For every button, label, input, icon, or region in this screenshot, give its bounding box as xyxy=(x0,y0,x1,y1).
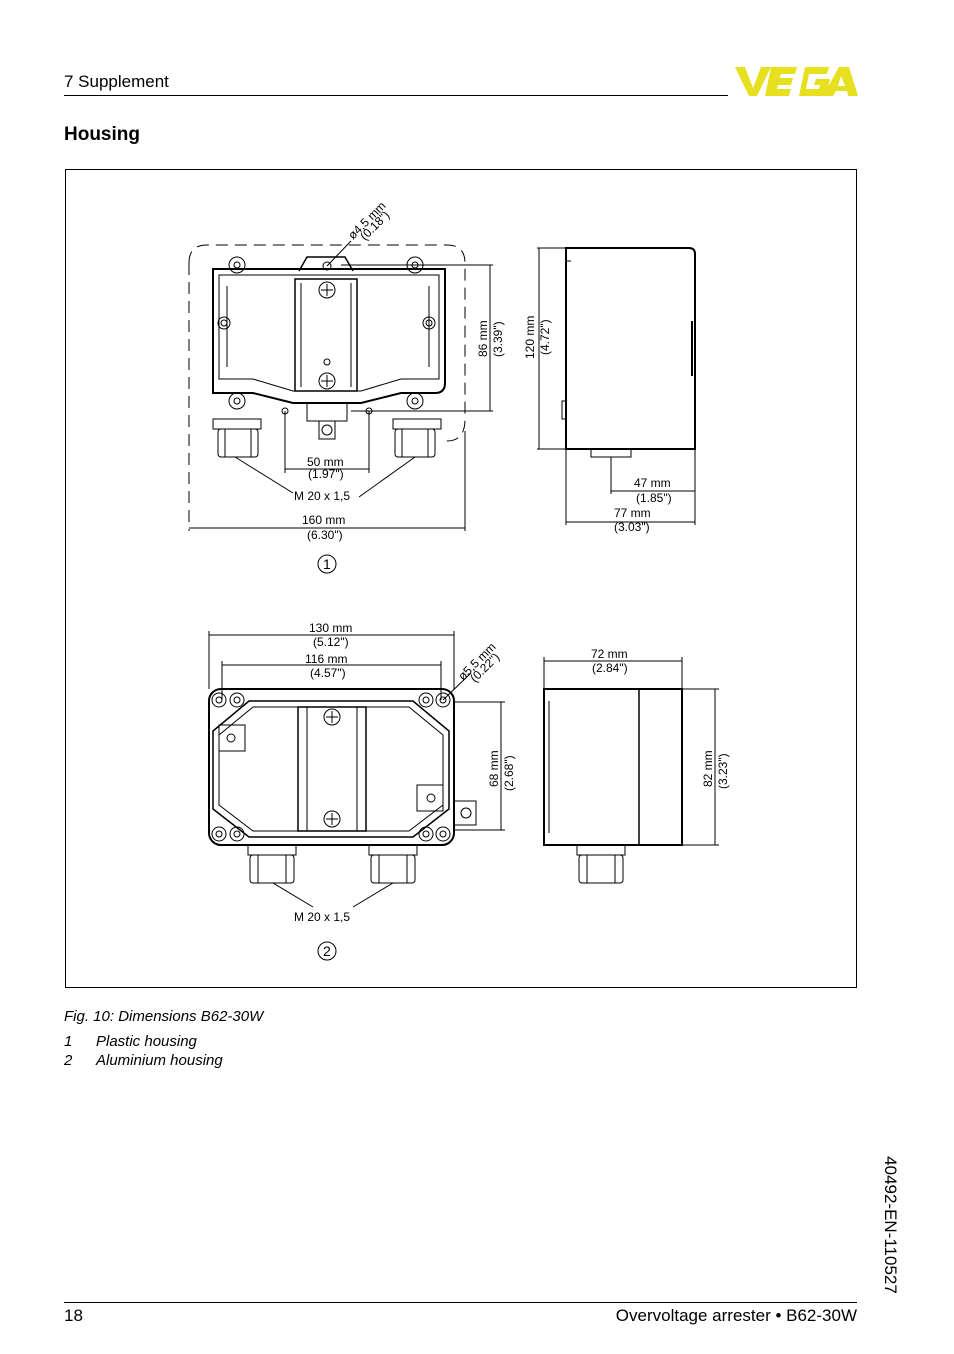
w160-in-label: (6.30") xyxy=(307,528,343,542)
w50-in-label: (1.97") xyxy=(308,467,344,481)
marker-1-label: 1 xyxy=(323,556,331,572)
aluminium-side-body xyxy=(543,688,683,846)
legend-num: 1 xyxy=(64,1033,73,1050)
legend-text: Plastic housing xyxy=(96,1033,197,1050)
h120-in-label: (4.72") xyxy=(538,319,552,355)
w116-in-label: (4.57") xyxy=(310,666,346,680)
figure-caption: Fig. 10: Dimensions B62-30W xyxy=(64,1008,264,1025)
footer-title: Overvoltage arrester • B62-30W xyxy=(615,1306,857,1325)
w77-in-label: (3.03") xyxy=(614,520,650,534)
h86-in-label: (3.39") xyxy=(491,321,505,357)
plastic-housing-body xyxy=(212,268,446,404)
h82-in-label: (3.23") xyxy=(716,753,730,789)
w160-mm-label: 160 mm xyxy=(302,513,345,527)
header-section-title: 7 Supplement xyxy=(64,72,169,91)
marker-1-circle xyxy=(317,554,337,574)
legend-item: 1 Plastic housing xyxy=(64,1033,197,1050)
footer-rule xyxy=(64,1302,857,1303)
w116-mm-label: 116 mm xyxy=(305,652,347,666)
w50-mm-label: 50 mm xyxy=(307,455,344,469)
marker-2-circle xyxy=(317,941,337,961)
h68-mm-label: 68 mm xyxy=(487,750,501,787)
legend-text: Aluminium housing xyxy=(96,1052,223,1069)
plastic-outline-dashed xyxy=(188,244,466,442)
aluminium-housing-body xyxy=(208,688,455,846)
vega-logo xyxy=(735,64,859,103)
dimension-drawing: ø4,5 mm (0.18") 86 mm (3.39") 120 mm (4.… xyxy=(188,199,730,961)
h120-mm-label: 120 mm xyxy=(523,316,537,359)
w47-in-label: (1.85") xyxy=(636,491,672,505)
w72-mm-label: 72 mm xyxy=(591,647,628,661)
h86-mm-label: 86 mm xyxy=(476,320,490,357)
thread-bottom-label: M 20 x 1,5 xyxy=(294,910,350,924)
figure-frame: ø4,5 mm (0.18") 86 mm (3.39") 120 mm (4.… xyxy=(65,169,857,988)
thread-top-label: M 20 x 1,5 xyxy=(294,489,350,503)
header-rule xyxy=(64,95,728,96)
legend-num: 2 xyxy=(64,1052,73,1069)
section-title: Housing xyxy=(64,124,140,145)
w130-mm-label: 130 mm xyxy=(309,621,352,635)
page-number: 18 xyxy=(64,1306,83,1325)
h82-mm-label: 82 mm xyxy=(701,750,715,787)
w77-mm-label: 77 mm xyxy=(614,506,651,520)
legend-item: 2 Aluminium housing xyxy=(64,1052,223,1069)
plastic-side-body xyxy=(565,247,696,450)
document-code: 40492-EN-110527 xyxy=(870,1150,900,1310)
h68-in-label: (2.68") xyxy=(502,755,516,791)
w47-mm-label: 47 mm xyxy=(634,476,671,490)
w72-in-label: (2.84") xyxy=(592,661,628,675)
marker-2-label: 2 xyxy=(323,943,331,959)
document-code-text: 40492-EN-110527 xyxy=(881,1156,900,1294)
w130-in-label: (5.12") xyxy=(313,635,349,649)
